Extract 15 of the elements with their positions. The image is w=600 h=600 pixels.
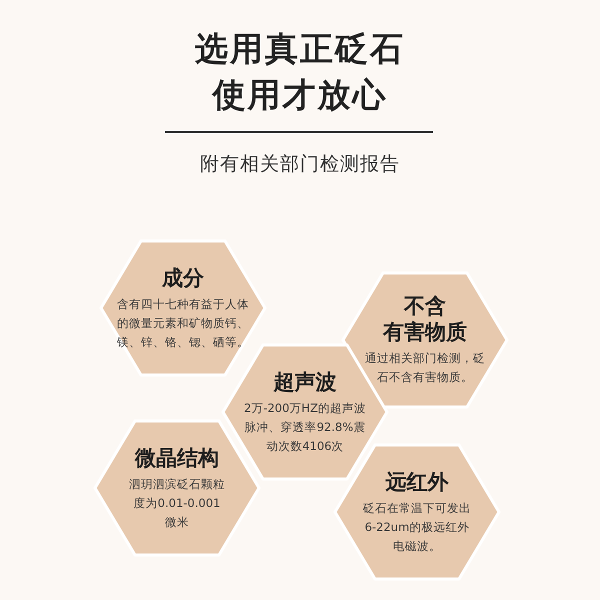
hexagon-description: 通过相关部门检测，砭石不含有害物质。 [364, 350, 486, 386]
hexagon-description: 泗玥泗滨砭石颗粒度为0.01-0.001微米 [129, 476, 225, 530]
hexagon-description: 砭石在常温下可发出6-22um的极远红外电磁波。 [362, 500, 472, 554]
hexagon-card [332, 442, 502, 582]
title: 选用真正砭石使用才放心 [194, 28, 406, 116]
hexagon-heading: 微晶结构 [135, 444, 219, 470]
hexagon-description: 2万-200万HZ的超声波脉冲、穿透率92.8%震动次数4106次 [243, 400, 367, 454]
hexagon-heading: 远红外 [386, 468, 448, 494]
hexagon-heading: 不含 [404, 293, 446, 319]
hexagon-description: 含有四十七种有益于人体的微量元素和矿物质钙、镁、锌、铬、锶、硒等。 [117, 296, 249, 350]
hexagon-heading: 超声波 [274, 368, 336, 394]
subtitle: 附有相关部门检测报告 [200, 152, 400, 177]
hexagon-heading: 成分 [162, 264, 204, 290]
hexagon-card [98, 238, 268, 378]
hexagon-heading: 有害物质 [383, 319, 467, 345]
